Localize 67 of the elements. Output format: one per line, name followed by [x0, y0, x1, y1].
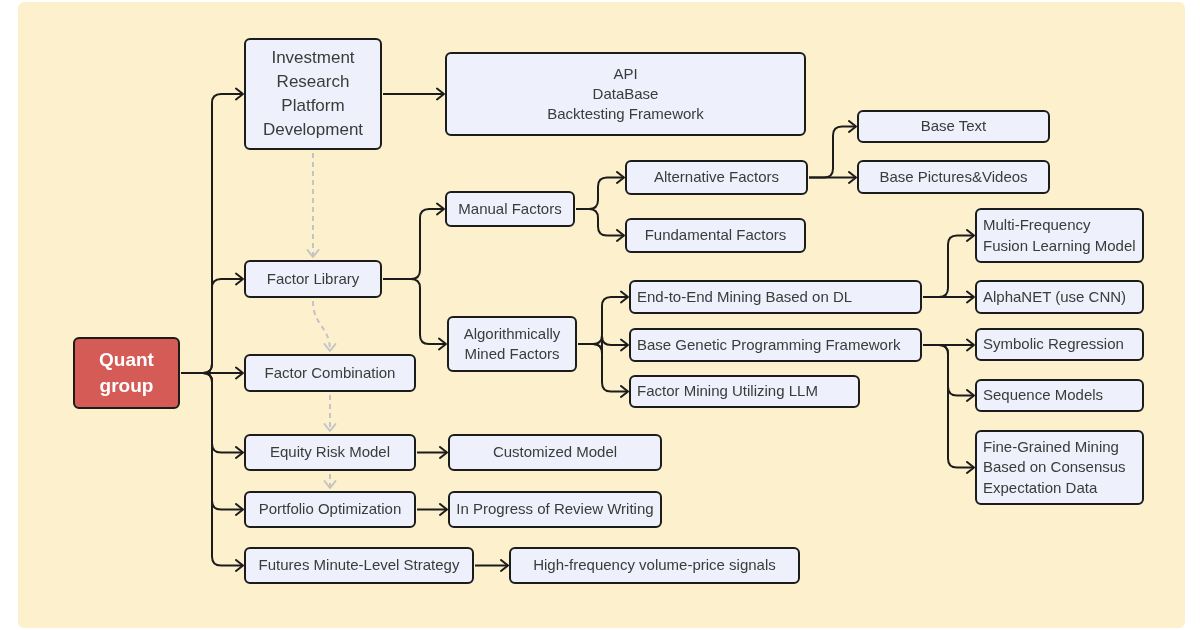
node-label: In Progress of Review Writing [456, 499, 654, 520]
arrow [922, 344, 975, 474]
topic-box [857, 110, 1050, 143]
node-label: Alternative Factors [653, 167, 779, 188]
node-label: Base Pictures&Videos [879, 166, 1028, 187]
topic-box [629, 375, 860, 408]
topic-box [975, 208, 1144, 263]
node-label: Quant group [98, 348, 155, 398]
topic-box [445, 52, 806, 136]
dashed-arrow [323, 394, 337, 432]
node-label: Base Text [920, 116, 987, 137]
topic-box [975, 379, 1144, 412]
node-label: Manual Factors [458, 198, 562, 219]
topic-box [629, 328, 922, 362]
topic-box [857, 160, 1050, 194]
topic-box [975, 328, 1144, 361]
dashed-arrow [323, 473, 337, 489]
arrow [180, 372, 244, 572]
node-label: Backtesting Framework [547, 104, 704, 125]
node-label: Futures Minute-Level Strategy [258, 555, 460, 576]
node-label: End-to-End Mining Based on DL [637, 286, 853, 307]
node-label: Factor Mining Utilizing LLM [637, 381, 818, 402]
root-topic-box [73, 337, 180, 409]
topic-box [625, 218, 806, 253]
node-label: Base Genetic Programming Framework [637, 334, 901, 355]
topic-box [244, 354, 416, 392]
arrow [382, 278, 447, 351]
arrow [416, 446, 448, 459]
node-label: Customized Model [492, 442, 618, 463]
node-label: Factor Library [266, 268, 360, 289]
arrow [922, 290, 975, 304]
node-label: Multi-Frequency Fusion Learning Model [983, 215, 1136, 256]
topic-box [447, 316, 577, 372]
topic-box [975, 430, 1144, 505]
topic-box [244, 434, 416, 471]
node-label: DataBase [592, 83, 659, 104]
arrow [382, 87, 445, 101]
arrow [808, 171, 857, 184]
node-label: Fine-Grained Mining Based on Consensus Expectation Data [983, 437, 1127, 498]
topic-box [629, 280, 922, 314]
arrow [416, 503, 448, 516]
topic-box [445, 191, 575, 227]
node-label: Factor Combination [264, 362, 396, 383]
arrow [575, 208, 625, 242]
topic-box [244, 260, 382, 298]
topic-box [509, 547, 800, 584]
topic-box [448, 491, 662, 528]
node-label: AlphaNET (use CNN) [983, 286, 1127, 307]
dashed-arrow [306, 152, 320, 258]
node-label: Sequence Models [983, 385, 1104, 406]
topic-box [975, 280, 1144, 314]
node-label: Investment Research Platform Development [261, 47, 365, 141]
node-label: Algorithmically Mined Factors [462, 323, 562, 364]
node-label: API [613, 63, 638, 84]
node-label: High-frequency volume-price signals [533, 555, 776, 576]
dashed-arrow [312, 300, 337, 352]
topic-box [244, 491, 416, 528]
arrow [577, 343, 629, 398]
topic-box [625, 160, 808, 195]
node-label: Fundamental Factors [644, 225, 787, 246]
topic-box [448, 434, 662, 471]
node-label: Equity Risk Model [269, 442, 390, 463]
node-label: Symbolic Regression [983, 334, 1124, 355]
arrow [474, 559, 509, 572]
topic-box [244, 38, 382, 150]
node-label: Portfolio Optimization [258, 499, 402, 520]
topic-box [244, 547, 474, 584]
